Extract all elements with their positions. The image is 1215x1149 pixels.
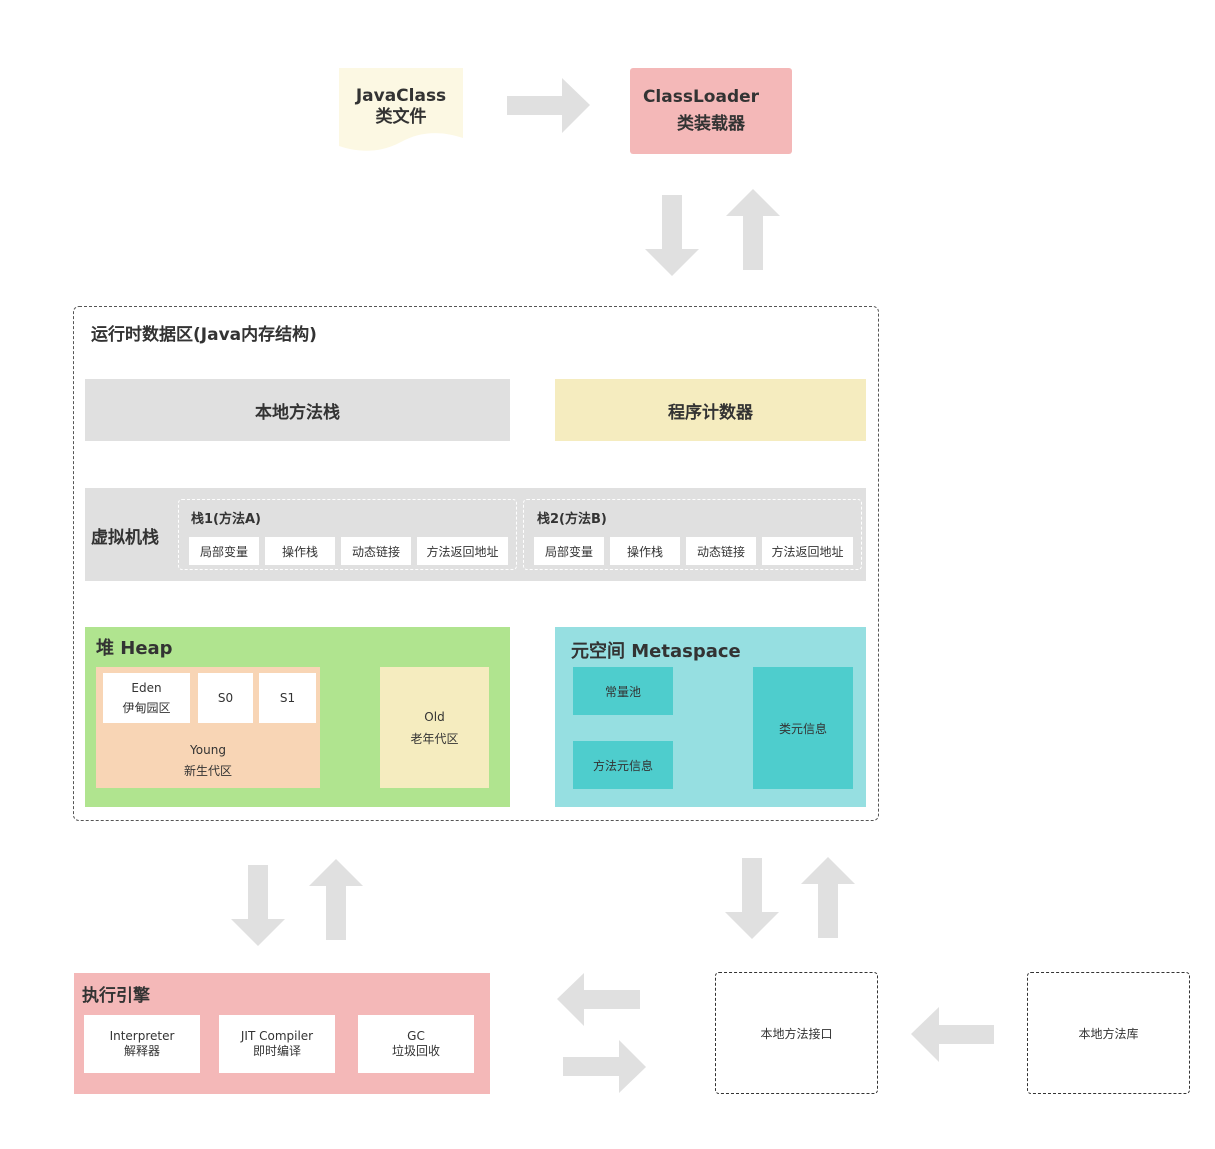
- survivor-s0: S0: [198, 673, 253, 723]
- arrow-left-icon: [911, 1007, 994, 1062]
- document-shape: [339, 68, 463, 151]
- eden-subtitle: 伊甸园区: [122, 701, 171, 715]
- old-subtitle: 老年代区: [410, 731, 459, 746]
- classloader-subtitle: 类装载器: [677, 114, 745, 134]
- metaspace-title: 元空间 Metaspace: [571, 641, 741, 662]
- constant-pool: 常量池: [573, 667, 673, 715]
- young-title: Young: [190, 743, 226, 757]
- arrow-up-icon: [726, 189, 780, 270]
- old-title: Old: [424, 709, 445, 724]
- javaclass-title: JavaClass: [355, 86, 447, 106]
- arrow-down-icon: [645, 195, 699, 276]
- vm-stack-label: 虚拟机栈: [91, 528, 159, 548]
- arrow-down-icon: [231, 865, 285, 946]
- jit-title: JIT Compiler: [240, 1029, 314, 1043]
- javaclass-file-node: JavaClass 类文件: [339, 68, 463, 152]
- frame-1-return-address: 方法返回地址: [417, 537, 508, 565]
- classloader-node: ClassLoader 类装载器: [630, 68, 792, 154]
- stack-frame-1: [178, 499, 517, 570]
- frame-2-operand-stack: 操作栈: [610, 537, 680, 565]
- program-counter: 程序计数器: [555, 379, 866, 441]
- stack-frame-1-title: 栈1(方法A): [191, 512, 261, 527]
- old-generation: Old 老年代区: [380, 667, 489, 788]
- survivor-s1: S1: [259, 673, 316, 723]
- runtime-data-area: [73, 306, 879, 821]
- interpreter-title: Interpreter: [109, 1029, 175, 1043]
- eden-space: Eden 伊甸园区: [103, 673, 190, 723]
- young-subtitle: 新生代区: [183, 764, 232, 778]
- class-metadata: 类元信息: [753, 667, 853, 789]
- runtime-title: 运行时数据区(Java内存结构): [91, 325, 317, 345]
- arrow-up-icon: [801, 857, 855, 938]
- arrow-right-icon: [563, 1040, 646, 1093]
- interpreter-subtitle: 解释器: [123, 1044, 160, 1058]
- jit-compiler: JIT Compiler 即时编译: [219, 1015, 335, 1073]
- frame-2-dynamic-link: 动态链接: [686, 537, 756, 565]
- arrow-down-icon: [725, 858, 779, 939]
- frame-1-operand-stack: 操作栈: [265, 537, 335, 565]
- native-method-stack: 本地方法栈: [85, 379, 510, 441]
- execution-engine-title: 执行引擎: [82, 986, 150, 1006]
- heap-title: 堆 Heap: [96, 638, 173, 659]
- gc-subtitle: 垃圾回收: [391, 1044, 440, 1058]
- native-method-interface: 本地方法接口: [715, 972, 878, 1094]
- frame-1-dynamic-link: 动态链接: [341, 537, 411, 565]
- native-method-library: 本地方法库: [1027, 972, 1190, 1094]
- method-metadata: 方法元信息: [573, 741, 673, 789]
- classloader-title: ClassLoader: [642, 87, 760, 107]
- frame-1-local-vars: 局部变量: [189, 537, 259, 565]
- stack-frame-2: [523, 499, 862, 570]
- frame-2-local-vars: 局部变量: [534, 537, 604, 565]
- eden-title: Eden: [131, 681, 162, 695]
- young-label: Young 新生代区: [96, 740, 320, 782]
- arrow-up-icon: [309, 859, 363, 940]
- frame-2-return-address: 方法返回地址: [762, 537, 853, 565]
- interpreter: Interpreter 解释器: [84, 1015, 200, 1073]
- stack-frame-2-title: 栈2(方法B): [537, 512, 607, 527]
- garbage-collector: GC 垃圾回收: [358, 1015, 474, 1073]
- jit-subtitle: 即时编译: [252, 1044, 301, 1058]
- arrow-right-icon: [507, 78, 590, 133]
- vm-stack: [85, 488, 866, 581]
- gc-title: GC: [407, 1029, 425, 1043]
- javaclass-subtitle: 类文件: [375, 107, 427, 127]
- arrow-left-icon: [557, 973, 640, 1026]
